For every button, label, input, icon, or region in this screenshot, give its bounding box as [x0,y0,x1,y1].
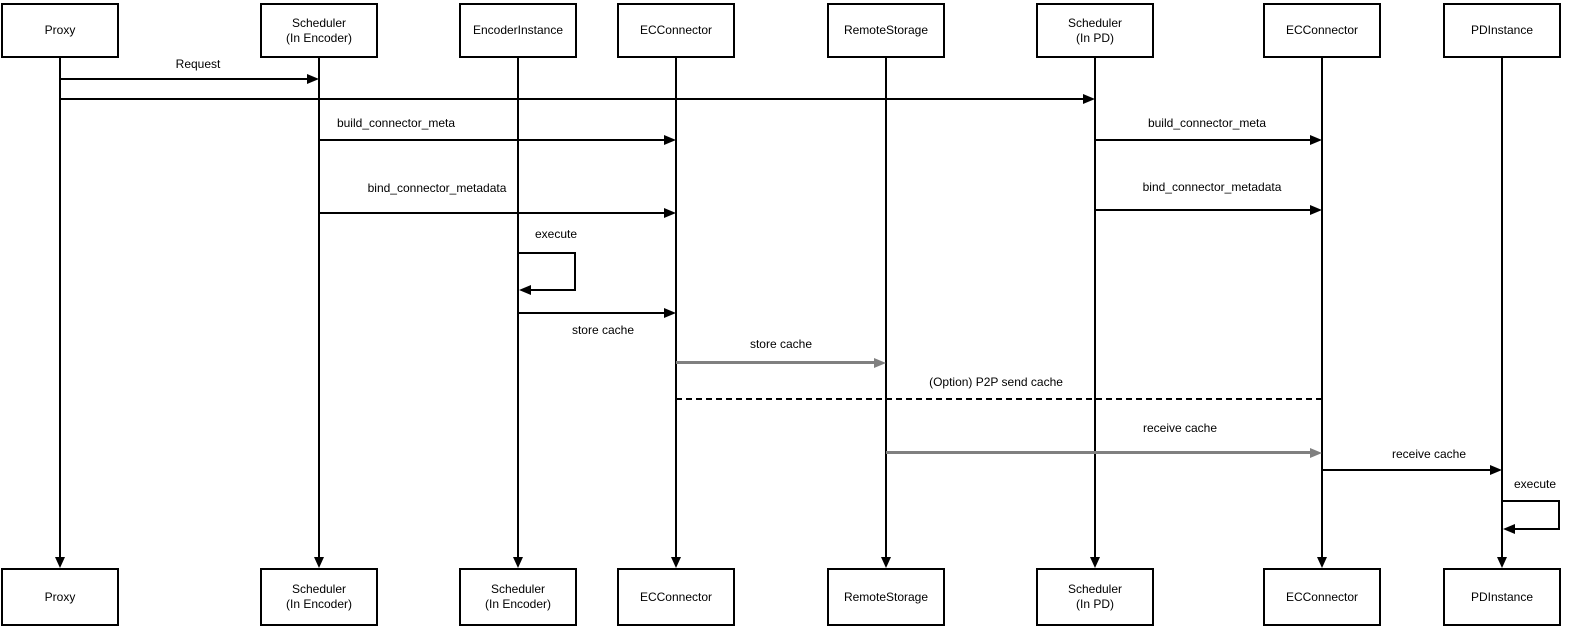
self-message-bottom-execute-encoder [530,289,576,291]
message-line-store-cache-remote [676,361,876,364]
actor-label-line: PDInstance [1470,589,1534,604]
actor-label-line: ECConnector [1285,23,1359,37]
message-label-build-connector-meta-pd: build_connector_meta [1147,116,1267,130]
actor-box-bottom-proxy: Proxy [1,568,119,626]
message-line-p2p-send-cache-option [676,398,1322,400]
lifeline-scheduler-pd [1094,58,1096,557]
message-arrowhead-forward-request [1083,94,1095,104]
message-arrowhead-bind-connector-metadata-encoder [664,208,676,218]
message-arrowhead-receive-cache-remote [1310,448,1322,458]
message-line-build-connector-meta-encoder [319,139,666,141]
actor-label-line: Scheduler [490,582,546,596]
actor-box-top-scheduler-encoder: Scheduler(In Encoder) [260,3,378,58]
actor-box-bottom-pd-instance: PDInstance [1443,568,1561,626]
message-arrowhead-receive-cache-pd [1490,465,1502,475]
actor-label-line: Scheduler [1067,582,1123,596]
message-arrowhead-request [307,74,319,84]
lifeline-ec-connector-2 [1321,58,1323,557]
actor-label-line: Proxy [44,589,76,604]
message-arrowhead-store-cache-encoder [664,308,676,318]
message-line-forward-request [60,98,1085,100]
actor-label-line: Scheduler [1067,15,1123,30]
actor-label-line: PDInstance [1470,23,1534,37]
actor-box-top-ec-connector-2: ECConnector [1263,3,1381,58]
message-label-execute-encoder: execute [534,227,578,241]
message-label-build-connector-meta-encoder: build_connector_meta [336,116,456,130]
actor-label-line: RemoteStorage [843,589,929,604]
lifeline-arrowhead-ec-connector-1 [671,557,681,568]
message-label-store-cache-encoder: store cache [571,323,635,337]
message-arrowhead-build-connector-meta-encoder [664,135,676,145]
message-label-receive-cache-pd: receive cache [1391,447,1467,461]
lifeline-arrowhead-remote-storage [881,557,891,568]
actor-label-line: ECConnector [639,589,713,604]
message-label-receive-cache-remote: receive cache [1142,421,1218,435]
actor-label-line: (In Encoder) [285,30,353,45]
self-message-top-execute-pd [1502,500,1560,502]
lifeline-arrowhead-scheduler-pd [1090,557,1100,568]
actor-box-top-scheduler-pd: Scheduler(In PD) [1036,3,1154,58]
lifeline-proxy [59,58,61,557]
actor-label-line: RemoteStorage [843,23,929,37]
actor-box-top-ec-connector-1: ECConnector [617,3,735,58]
message-line-bind-connector-metadata-encoder [319,212,666,214]
actor-box-top-encoder-instance: EncoderInstance [459,3,577,58]
actor-label-line: ECConnector [1285,589,1359,604]
actor-box-bottom-ec-connector-1: ECConnector [617,568,735,626]
self-message-side-execute-encoder [574,252,576,291]
message-label-p2p-send-cache-option: (Option) P2P send cache [929,375,1063,389]
message-arrowhead-bind-connector-metadata-pd [1310,205,1322,215]
actor-box-top-remote-storage: RemoteStorage [827,3,945,58]
actor-box-top-proxy: Proxy [1,3,119,58]
actor-label-line: (In PD) [1075,30,1114,45]
message-label-bind-connector-metadata-pd: bind_connector_metadata [1142,180,1282,194]
message-line-bind-connector-metadata-pd [1095,209,1312,211]
lifeline-arrowhead-proxy [55,557,65,568]
message-line-build-connector-meta-pd [1095,139,1312,141]
actor-label-line: ECConnector [639,23,713,37]
actor-box-bottom-encoder-instance: Scheduler(In Encoder) [459,568,577,626]
self-message-arrowhead-execute-pd [1503,524,1515,534]
message-line-receive-cache-pd [1322,469,1492,471]
self-message-bottom-execute-pd [1514,528,1560,530]
actor-label-line: (In Encoder) [484,597,552,611]
message-label-bind-connector-metadata-encoder: bind_connector_metadata [367,181,507,195]
self-message-top-execute-encoder [518,252,576,254]
message-label-store-cache-remote: store cache [749,337,813,351]
message-label-request: Request [175,57,221,71]
actor-label-line: Scheduler [291,15,347,30]
actor-label-line: EncoderInstance [472,23,564,37]
message-line-receive-cache-remote [886,451,1312,454]
actor-label-line: (In PD) [1075,597,1114,611]
actor-box-bottom-scheduler-pd: Scheduler(In PD) [1036,568,1154,626]
self-message-arrowhead-execute-encoder [519,285,531,295]
self-message-side-execute-pd [1558,500,1560,530]
lifeline-arrowhead-scheduler-encoder [314,557,324,568]
actor-box-top-pd-instance: PDInstance [1443,3,1561,58]
actor-box-bottom-ec-connector-2: ECConnector [1263,568,1381,626]
actor-label-line: Scheduler [291,582,347,596]
lifeline-arrowhead-pd-instance [1497,557,1507,568]
message-line-request [60,78,309,80]
actor-box-bottom-remote-storage: RemoteStorage [827,568,945,626]
lifeline-arrowhead-encoder-instance [513,557,523,568]
lifeline-pd-instance [1501,58,1503,557]
actor-box-bottom-scheduler-encoder: Scheduler(In Encoder) [260,568,378,626]
actor-label-line: Proxy [44,23,76,37]
message-arrowhead-store-cache-remote [874,358,886,368]
message-label-execute-pd: execute [1513,477,1557,491]
message-arrowhead-build-connector-meta-pd [1310,135,1322,145]
actor-label-line: (In Encoder) [285,597,353,611]
lifeline-ec-connector-1 [675,58,677,557]
lifeline-arrowhead-ec-connector-2 [1317,557,1327,568]
lifeline-remote-storage [885,58,887,557]
lifeline-scheduler-encoder [318,58,320,557]
lifeline-encoder-instance [517,58,519,557]
message-line-store-cache-encoder [518,312,666,314]
